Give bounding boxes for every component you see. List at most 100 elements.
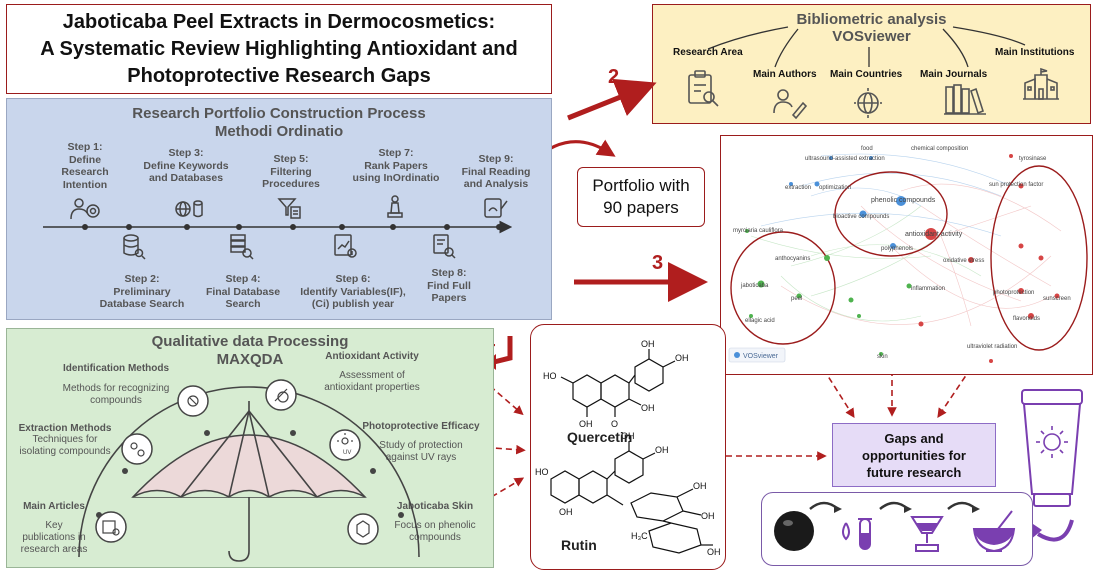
atom-label: OH <box>579 419 593 429</box>
journals-icon <box>944 84 986 115</box>
vos-term-jaboticaba: jaboticaba <box>740 283 769 289</box>
extraction-methods-body-2: isolating compounds <box>19 446 111 457</box>
antioxidant-activity-body-1: Assessment of <box>339 370 405 381</box>
vos-term-ultrasound: ultrasound-assisted extraction <box>805 156 885 162</box>
gaps-line-3: future research <box>866 464 962 480</box>
rutin-ring-a <box>550 470 580 504</box>
svg-text:UV: UV <box>343 450 351 456</box>
clipboard-search-icon <box>688 70 719 107</box>
molecule-structures: HO OH O OH OH OH HO OH OH OH OH OH H₃C O… <box>535 339 721 557</box>
title-line-3: Photoprotective Research Gaps <box>127 64 431 87</box>
qualitative-title: Qualitative data Processing MAXQDA <box>7 333 493 369</box>
articles-circle-icon <box>95 511 127 543</box>
identification-methods-head: Identification Methods <box>62 363 170 374</box>
biblio-item-main-countries: Main Countries <box>830 69 903 80</box>
cluster-green-outline <box>730 231 836 345</box>
title-line-1: Jaboticaba Peel Extracts in Dermocosmeti… <box>62 10 496 33</box>
reading-doc-icon <box>484 198 508 218</box>
biblio-item-main-institutions: Main Institutions <box>995 47 1075 58</box>
institution-icon <box>1023 67 1059 100</box>
bibliometric-connectors <box>707 26 1026 68</box>
portfolio-result-line-2: 90 papers <box>603 198 679 217</box>
title-box: Jaboticaba Peel Extracts in Dermocosmeti… <box>6 4 552 94</box>
globe-database-icon <box>175 200 203 218</box>
main-articles-body-3: research areas <box>20 544 88 555</box>
quercetin-label: Quercetin <box>567 429 633 445</box>
title-line-2: A Systematic Review Highlighting Antioxi… <box>40 37 518 60</box>
identification-methods-body-2: compounds <box>90 395 142 406</box>
portfolio-subtitle-text: Methodi Ordinatio <box>214 123 344 140</box>
main-articles-body-2: publications in <box>22 532 86 543</box>
atom-label: OH <box>621 431 635 441</box>
uv-circle-icon <box>329 429 361 461</box>
vosviewer-brand-label: VOSviewer <box>743 353 779 360</box>
portfolio-result-box: Portfolio with 90 papers <box>577 167 705 227</box>
vos-term-myrciaria-cauliflora: myrciaria cauliflora <box>733 228 784 234</box>
extraction-process-box <box>761 492 1033 566</box>
vos-term-photoprotection: photoprotection <box>993 290 1034 296</box>
antioxidant-activity-body-2: antioxidant properties <box>324 382 420 393</box>
atom-label: OH <box>655 445 669 455</box>
number-label-2: 2 <box>608 66 620 88</box>
photoprotective-efficacy-head: Photoprotective Efficacy <box>362 421 480 432</box>
biblio-item-research-area: Research Area <box>673 47 743 58</box>
vos-term-inflammation: inflammation <box>911 286 945 292</box>
vos-term-tyrosinase: tyrosinase <box>1019 156 1047 162</box>
identification-methods-block: Identification Methods Methods for recog… <box>41 363 191 407</box>
number-label-3: 3 <box>652 252 664 274</box>
filter-list-icon <box>277 198 301 219</box>
globe-icon <box>854 88 882 118</box>
biblio-item-main-journals: Main Journals <box>920 69 988 80</box>
vos-term-peel: peel <box>791 296 802 302</box>
portfolio-title: Research Portfolio Construction Process … <box>7 105 551 141</box>
umbrella-diagram: UV <box>78 379 420 562</box>
arrow-to-bibliometric <box>567 78 657 121</box>
atom-label: H₃C <box>631 531 648 541</box>
database-search-icon <box>123 234 146 260</box>
atom-label: HO <box>543 371 557 381</box>
photoprotective-efficacy-body-2: against UV rays <box>385 452 457 463</box>
atom-label: OH <box>641 339 655 349</box>
atom-label: OH <box>675 353 689 363</box>
atom-label: OH <box>701 511 715 521</box>
quercetin-ring-a <box>572 374 602 408</box>
chart-info-icon <box>334 234 357 258</box>
portfolio-process-box: Research Portfolio Construction Process … <box>6 98 552 320</box>
vos-term-polyphenols: polyphenols <box>881 246 913 252</box>
vosviewer-brand: VOSviewer <box>728 347 786 363</box>
umbrella-icon <box>131 401 367 562</box>
bibliometric-title-text: Bibliometric analysis <box>796 11 947 28</box>
qualitative-subtitle-text: MAXQDA <box>216 351 284 368</box>
vos-term-antioxidant-activity: antioxidant activity <box>905 231 963 238</box>
rutin-sugar-1 <box>630 492 684 522</box>
atom-label: HO <box>535 467 549 477</box>
quercetin-ring-c <box>600 374 630 408</box>
vos-term-flavonoids: flavonoids <box>1013 316 1040 322</box>
identification-methods-body-1: Methods for recognizing <box>62 383 170 394</box>
atom-label: OH <box>693 481 707 491</box>
extraction-circle-icon <box>121 433 153 465</box>
jaboticaba-skin-body-1: Focus on phenolic <box>394 520 476 531</box>
vos-term-oxidative-stress: oxidative stress <box>943 258 984 264</box>
atom-label: OH <box>559 507 573 517</box>
atom-label: OH <box>707 547 721 557</box>
authors-icon <box>773 89 808 119</box>
main-articles-body-1: Key <box>45 520 63 531</box>
photoprotective-efficacy-block: Photoprotective Efficacy Study of protec… <box>353 421 489 464</box>
gaps-box: Gaps and opportunities for future resear… <box>832 423 996 487</box>
jaboticaba-skin-body-2: compounds <box>409 532 461 543</box>
extraction-process-icons <box>774 501 1016 553</box>
vosviewer-network-box: food chemical composition ultrasound-ass… <box>720 135 1093 375</box>
bibliometric-subtitle-text: VOSviewer <box>832 28 911 45</box>
rutin-ring-c <box>578 470 608 504</box>
molecules-box: HO OH O OH OH OH HO OH OH OH OH OH H₃C O… <box>530 324 726 570</box>
vos-term-extraction: extraction <box>785 185 811 191</box>
antioxidant-activity-block: Antioxidant Activity Assessment of antio… <box>307 351 437 394</box>
vos-term-sunscreen: sunscreen <box>1043 296 1071 302</box>
